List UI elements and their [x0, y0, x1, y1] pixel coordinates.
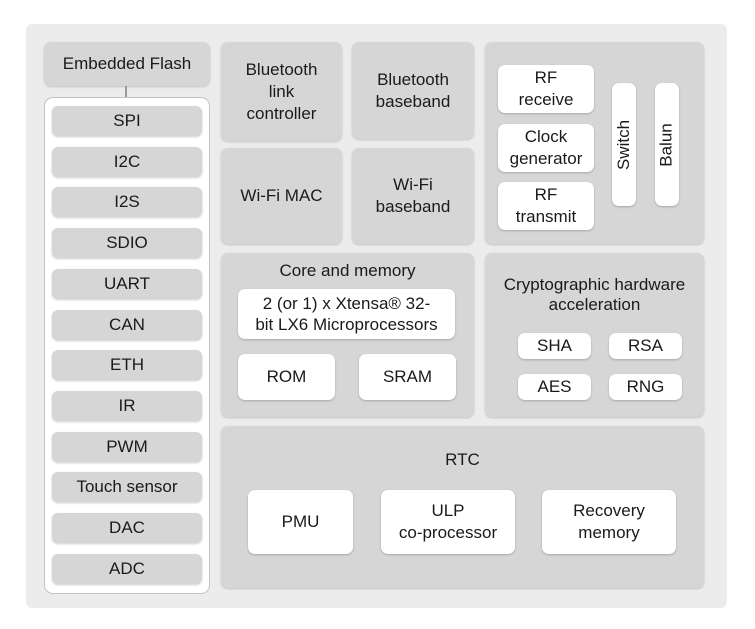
balun-label: Balun — [657, 122, 677, 167]
pmu-block: PMU — [248, 490, 353, 554]
wifi-baseband-block: Wi-Fi baseband — [352, 148, 474, 244]
ulp-line-1: ULP — [431, 501, 465, 520]
embedded-flash-block: Embedded Flash — [44, 42, 210, 86]
switch-label: Switch — [614, 119, 634, 170]
bt-baseband-line-1: Bluetooth — [377, 69, 449, 89]
ulp-coprocessor-block: ULP co-processor — [381, 490, 515, 554]
sram-label: SRAM — [382, 367, 433, 386]
core-memory-title: Core and memory — [279, 261, 416, 280]
clock-generator-line-1: Clock — [524, 127, 568, 146]
balun-block: Balun — [655, 83, 679, 206]
bluetooth-baseband-block: Bluetooth baseband — [352, 42, 474, 139]
bt-link-controller-line-1: Bluetooth — [245, 59, 318, 79]
peripheral-pwm: PWM — [52, 432, 202, 462]
peripheral-sdio: SDIO — [52, 228, 202, 258]
recovery-line-2: memory — [578, 523, 640, 542]
crypto-title-line-2: acceleration — [548, 295, 641, 314]
rf-transmit-block: RF transmit — [498, 182, 594, 230]
aes-block: AES — [518, 374, 591, 400]
bt-link-controller-line-3: controller — [246, 103, 317, 123]
peripheral-ir: IR — [52, 391, 202, 421]
recovery-memory-block: Recovery memory — [542, 490, 676, 554]
crypto-title-line-1: Cryptographic hardware — [503, 275, 686, 294]
flash-connector — [125, 86, 127, 104]
bt-baseband-line-2: baseband — [375, 91, 451, 111]
peripheral-can: CAN — [52, 310, 202, 340]
cpu-block: 2 (or 1) x Xtensa® 32- bit LX6 Microproc… — [238, 289, 455, 339]
peripheral-adc: ADC — [52, 554, 202, 584]
wifi-mac-label: Wi-Fi MAC — [240, 186, 323, 205]
peripheral-dac: DAC — [52, 513, 202, 543]
rf-transmit-line-2: transmit — [515, 207, 577, 226]
wifi-baseband-line-1: Wi-Fi — [393, 175, 433, 194]
wifi-mac-block: Wi-Fi MAC — [221, 148, 342, 244]
peripheral-uart: UART — [52, 269, 202, 299]
switch-block: Switch — [612, 83, 636, 206]
rf-receive-line-2: receive — [518, 90, 574, 109]
recovery-line-1: Recovery — [573, 501, 645, 520]
rf-transmit-line-1: RF — [534, 185, 558, 204]
rsa-block: RSA — [609, 333, 682, 359]
embedded-flash-label: Embedded Flash — [62, 54, 192, 73]
clock-generator-block: Clock generator — [498, 124, 594, 172]
bluetooth-link-controller-block: Bluetooth link controller — [221, 42, 342, 141]
cpu-line-1: 2 (or 1) x Xtensa® 32- — [262, 294, 431, 313]
rf-receive-block: RF receive — [498, 65, 594, 113]
rf-receive-line-1: RF — [534, 68, 558, 87]
bt-link-controller-line-2: link — [268, 81, 295, 101]
rsa-label: RSA — [628, 336, 663, 355]
rom-block: ROM — [238, 354, 335, 400]
crypto-title: Cryptographic hardware acceleration — [485, 275, 704, 315]
ulp-line-2: co-processor — [398, 523, 498, 542]
cpu-line-2: bit LX6 Microprocessors — [255, 315, 438, 334]
sha-label: SHA — [537, 336, 572, 355]
rng-label: RNG — [626, 377, 665, 396]
peripheral-column-frame — [44, 97, 210, 594]
peripheral-eth: ETH — [52, 350, 202, 380]
peripheral-spi: SPI — [52, 106, 202, 136]
rom-label: ROM — [266, 367, 307, 386]
pmu-label: PMU — [281, 512, 320, 531]
aes-label: AES — [537, 377, 572, 396]
rtc-title: RTC — [445, 450, 480, 469]
sha-block: SHA — [518, 333, 591, 359]
sram-block: SRAM — [359, 354, 456, 400]
rng-block: RNG — [609, 374, 682, 400]
clock-generator-line-2: generator — [509, 149, 583, 168]
peripheral-i2c: I2C — [52, 147, 202, 177]
wifi-baseband-line-2: baseband — [375, 197, 451, 216]
peripheral-i2s: I2S — [52, 187, 202, 217]
peripheral-touch-sensor: Touch sensor — [52, 472, 202, 502]
